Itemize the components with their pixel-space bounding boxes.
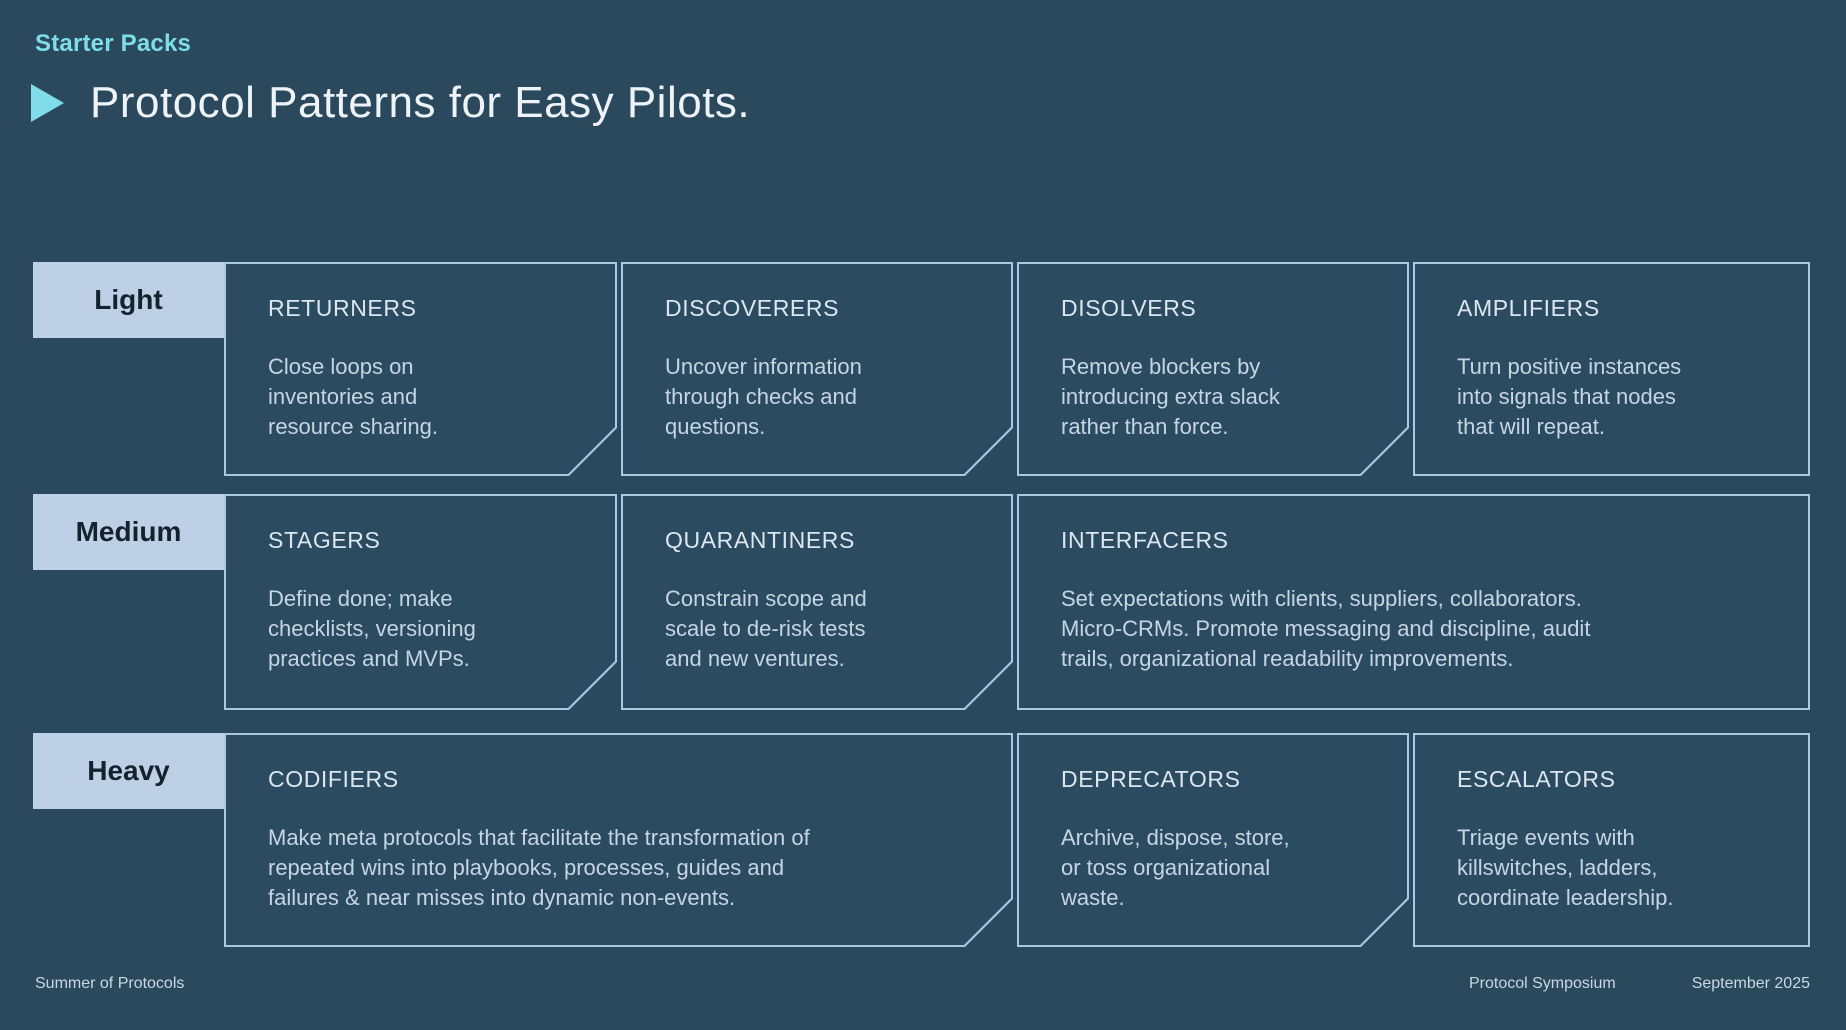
page-title: Protocol Patterns for Easy Pilots.: [90, 78, 751, 127]
footer-right: Protocol Symposium September 2025: [1469, 975, 1810, 993]
card-body: Archive, dispose, store, or toss organiz…: [1061, 825, 1290, 910]
card-body: Constrain scope and scale to de-risk tes…: [665, 586, 867, 671]
card-discoverers: DISCOVERERS Uncover information through …: [621, 262, 1013, 476]
card-title: STAGERS: [268, 527, 381, 553]
card-quarantiners: QUARANTINERS Constrain scope and scale t…: [621, 494, 1013, 710]
card-codifiers: CODIFIERS Make meta protocols that facil…: [224, 733, 1013, 947]
card-face: [226, 496, 615, 708]
card-returners: RETURNERS Close loops on inventories and…: [224, 262, 617, 476]
card-escalators: ESCALATORS Triage events with killswitch…: [1413, 733, 1810, 947]
card-body: Make meta protocols that facilitate the …: [268, 825, 810, 910]
card-disolvers: DISOLVERS Remove blockers by introducing…: [1017, 262, 1409, 476]
card-title: DISOLVERS: [1061, 295, 1197, 321]
card-face: [1019, 735, 1407, 945]
card-face: [1415, 264, 1808, 474]
eyebrow-label: Starter Packs: [35, 30, 192, 57]
card-title: DEPRECATORS: [1061, 766, 1241, 792]
card-face: [1019, 264, 1407, 474]
footer-date: September 2025: [1691, 975, 1810, 992]
card-body: Uncover information through checks and q…: [665, 354, 862, 439]
card-face: [226, 264, 615, 474]
card-face: [1415, 735, 1808, 945]
row-label-heavy: Heavy: [33, 733, 224, 809]
card-body: Remove blockers by introducing extra sla…: [1061, 354, 1280, 439]
card-title: QUARANTINERS: [665, 527, 855, 553]
card-body: Close loops on inventories and resource …: [268, 354, 438, 439]
card-body: Set expectations with clients, suppliers…: [1061, 586, 1591, 671]
card-face: [1019, 496, 1808, 708]
card-face: [226, 735, 1011, 945]
card-stagers: STAGERS Define done; make checklists, ve…: [224, 494, 617, 710]
card-deprecators: DEPRECATORS Archive, dispose, store, or …: [1017, 733, 1409, 947]
card-interfacers: INTERFACERS Set expectations with client…: [1017, 494, 1810, 710]
card-body: Turn positive instances into signals tha…: [1457, 354, 1682, 439]
card-body: Triage events with killswitches, ladders…: [1457, 825, 1674, 910]
card-title: AMPLIFIERS: [1457, 295, 1600, 321]
row-label-light: Light: [33, 262, 224, 338]
card-title: RETURNERS: [268, 295, 417, 321]
card-face: [623, 496, 1011, 708]
card-face: [623, 264, 1011, 474]
play-triangle-icon: [31, 84, 64, 122]
card-title: CODIFIERS: [268, 766, 399, 792]
card-title: INTERFACERS: [1061, 527, 1229, 553]
card-title: ESCALATORS: [1457, 766, 1616, 792]
footer-brand: Summer of Protocols: [35, 975, 185, 992]
card-amplifiers: AMPLIFIERS Turn positive instances into …: [1413, 262, 1810, 476]
card-body: Define done; make checklists, versioning…: [268, 586, 476, 671]
row-label-medium: Medium: [33, 494, 224, 570]
card-title: DISCOVERERS: [665, 295, 840, 321]
footer-symposium: Protocol Symposium: [1468, 975, 1616, 992]
title-row: Protocol Patterns for Easy Pilots.: [31, 78, 750, 128]
